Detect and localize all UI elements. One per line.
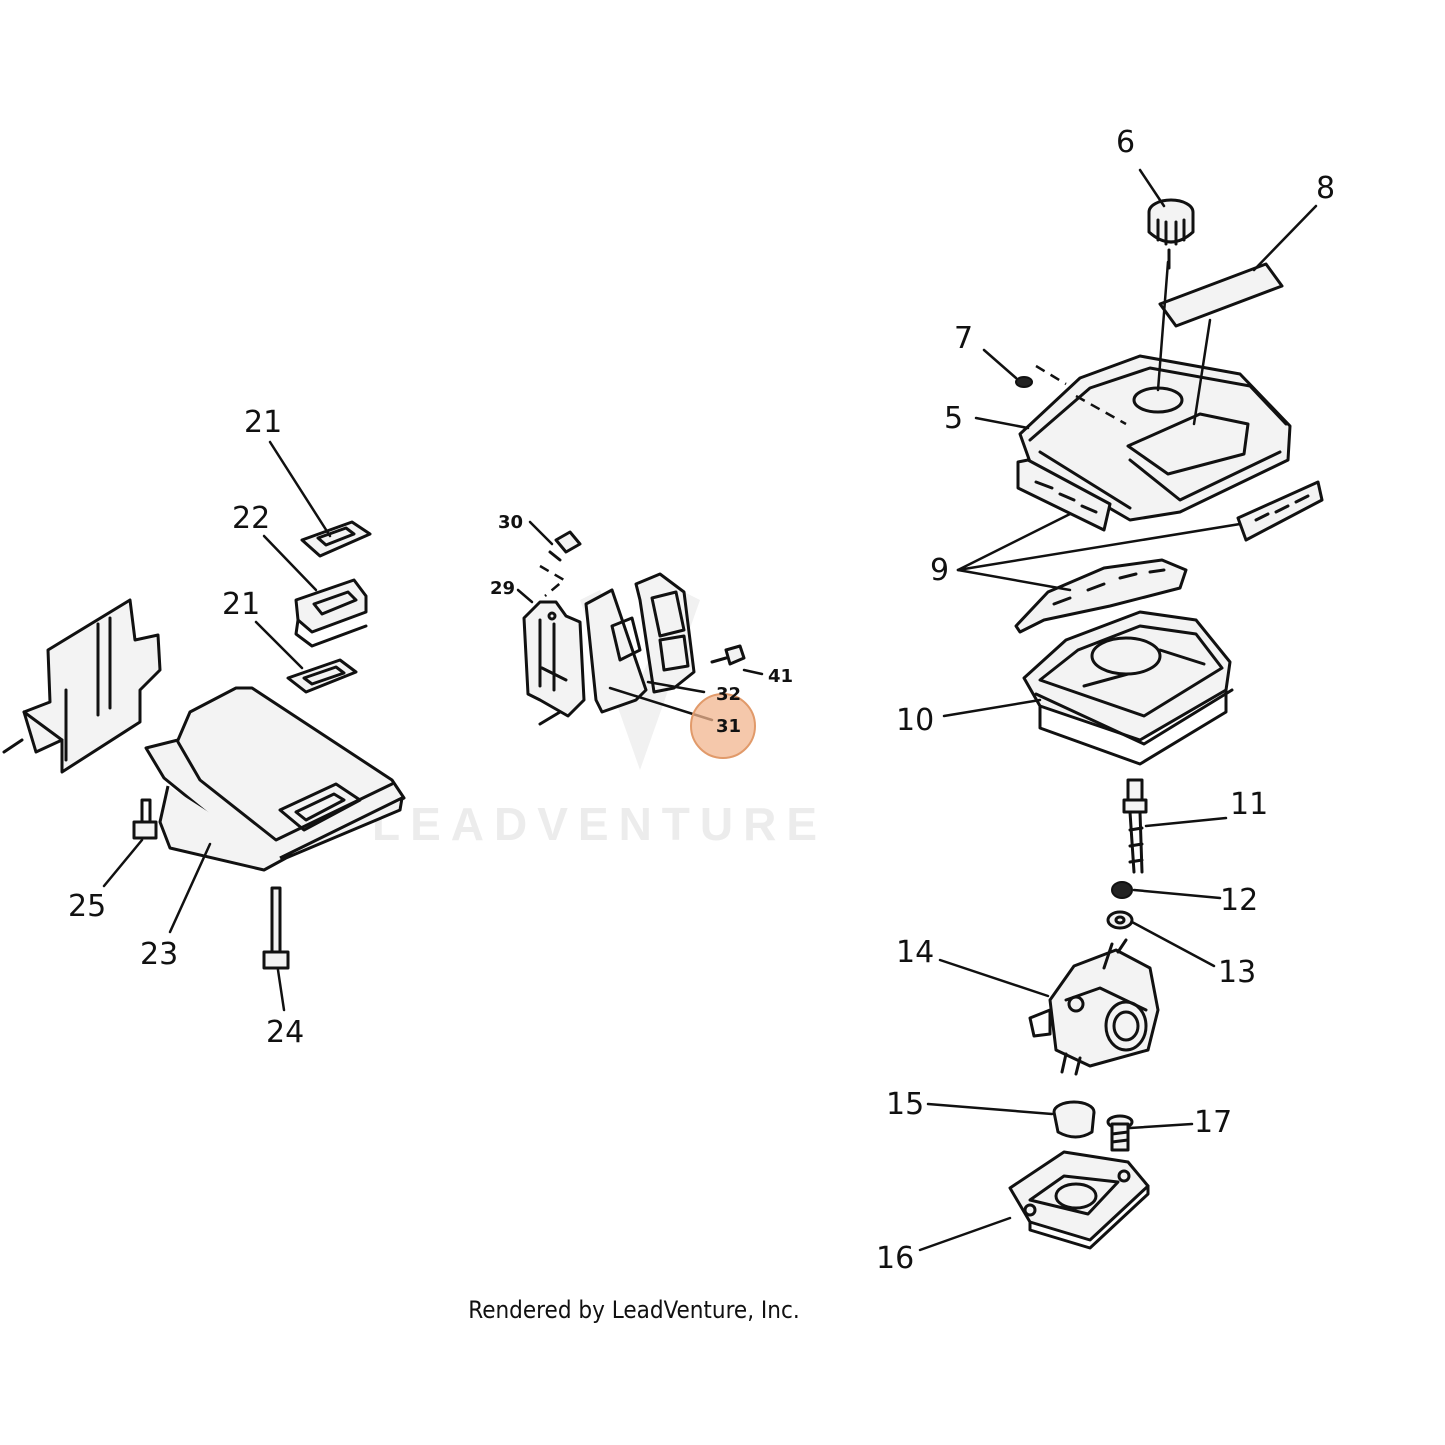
bolt-25-part[interactable] (132, 798, 158, 840)
callout-31[interactable]: 31 (716, 716, 741, 737)
muffler-shield-part[interactable] (2, 598, 162, 774)
render-credit: Rendered by LeadVenture, Inc. (468, 1296, 799, 1324)
bolt-24-part[interactable] (262, 886, 290, 970)
callout-21-upper[interactable]: 21 (244, 405, 282, 440)
seal-9-left-part[interactable] (1016, 458, 1112, 532)
callout-labels: 6 8 7 5 9 10 11 12 13 14 15 17 16 21 22 … (68, 125, 1335, 1276)
washer-13-part[interactable] (1106, 910, 1134, 930)
muffler-body-part[interactable] (144, 686, 406, 872)
callout-5[interactable]: 5 (944, 401, 963, 436)
callout-10[interactable]: 10 (896, 703, 934, 738)
insulator-plate-16-part[interactable] (1008, 1150, 1150, 1250)
highlight-marker[interactable] (690, 693, 756, 759)
callout-29[interactable]: 29 (490, 578, 515, 599)
gasket-lower-part[interactable] (286, 658, 358, 694)
stud-11-part[interactable] (1122, 778, 1148, 874)
screw-17-part[interactable] (1106, 1114, 1134, 1152)
callout-24[interactable]: 24 (266, 1015, 304, 1050)
watermark-text: LEADVENTURE (372, 798, 827, 850)
gasket-upper-part[interactable] (300, 520, 372, 558)
seal-9-middle-part[interactable] (1014, 558, 1188, 634)
callout-21-lower[interactable]: 21 (222, 587, 260, 622)
reed-plate-part[interactable] (584, 572, 696, 714)
callout-32[interactable]: 32 (716, 684, 741, 705)
callout-41[interactable]: 41 (768, 666, 793, 687)
callout-16[interactable]: 16 (876, 1241, 914, 1276)
bracket-29-part[interactable] (522, 600, 586, 726)
callout-6[interactable]: 6 (1116, 125, 1135, 160)
label-8-part[interactable] (1158, 262, 1284, 328)
insulator-part[interactable] (294, 578, 368, 648)
nut-7-part[interactable] (1015, 376, 1033, 388)
callout-7[interactable]: 7 (954, 321, 973, 356)
callout-11[interactable]: 11 (1230, 787, 1268, 822)
carburetor-14-part[interactable] (1028, 938, 1160, 1076)
callout-8[interactable]: 8 (1316, 171, 1335, 206)
callout-15[interactable]: 15 (886, 1087, 924, 1122)
nut-12-part[interactable] (1111, 881, 1133, 899)
screw-41-part[interactable] (710, 644, 746, 666)
air-cleaner-cover-part[interactable] (1018, 260, 1292, 522)
seal-9-right-part[interactable] (1236, 480, 1324, 542)
bracket-group (522, 530, 746, 726)
callout-17[interactable]: 17 (1194, 1105, 1232, 1140)
cap-15-part[interactable] (1052, 1100, 1096, 1139)
callout-22[interactable]: 22 (232, 501, 270, 536)
muffler-group (2, 520, 406, 970)
screw-30-part[interactable] (548, 530, 582, 562)
callout-14[interactable]: 14 (896, 935, 934, 970)
callout-9[interactable]: 9 (930, 553, 949, 588)
callout-30[interactable]: 30 (498, 512, 523, 533)
callout-13[interactable]: 13 (1218, 955, 1256, 990)
callout-23[interactable]: 23 (140, 937, 178, 972)
air-cleaner-group (1008, 198, 1324, 1250)
knob-6-part[interactable] (1147, 198, 1195, 270)
callout-25[interactable]: 25 (68, 889, 106, 924)
air-filter-10-part[interactable] (1022, 610, 1234, 766)
leader-lines (102, 168, 1318, 1252)
callout-12[interactable]: 12 (1220, 883, 1258, 918)
